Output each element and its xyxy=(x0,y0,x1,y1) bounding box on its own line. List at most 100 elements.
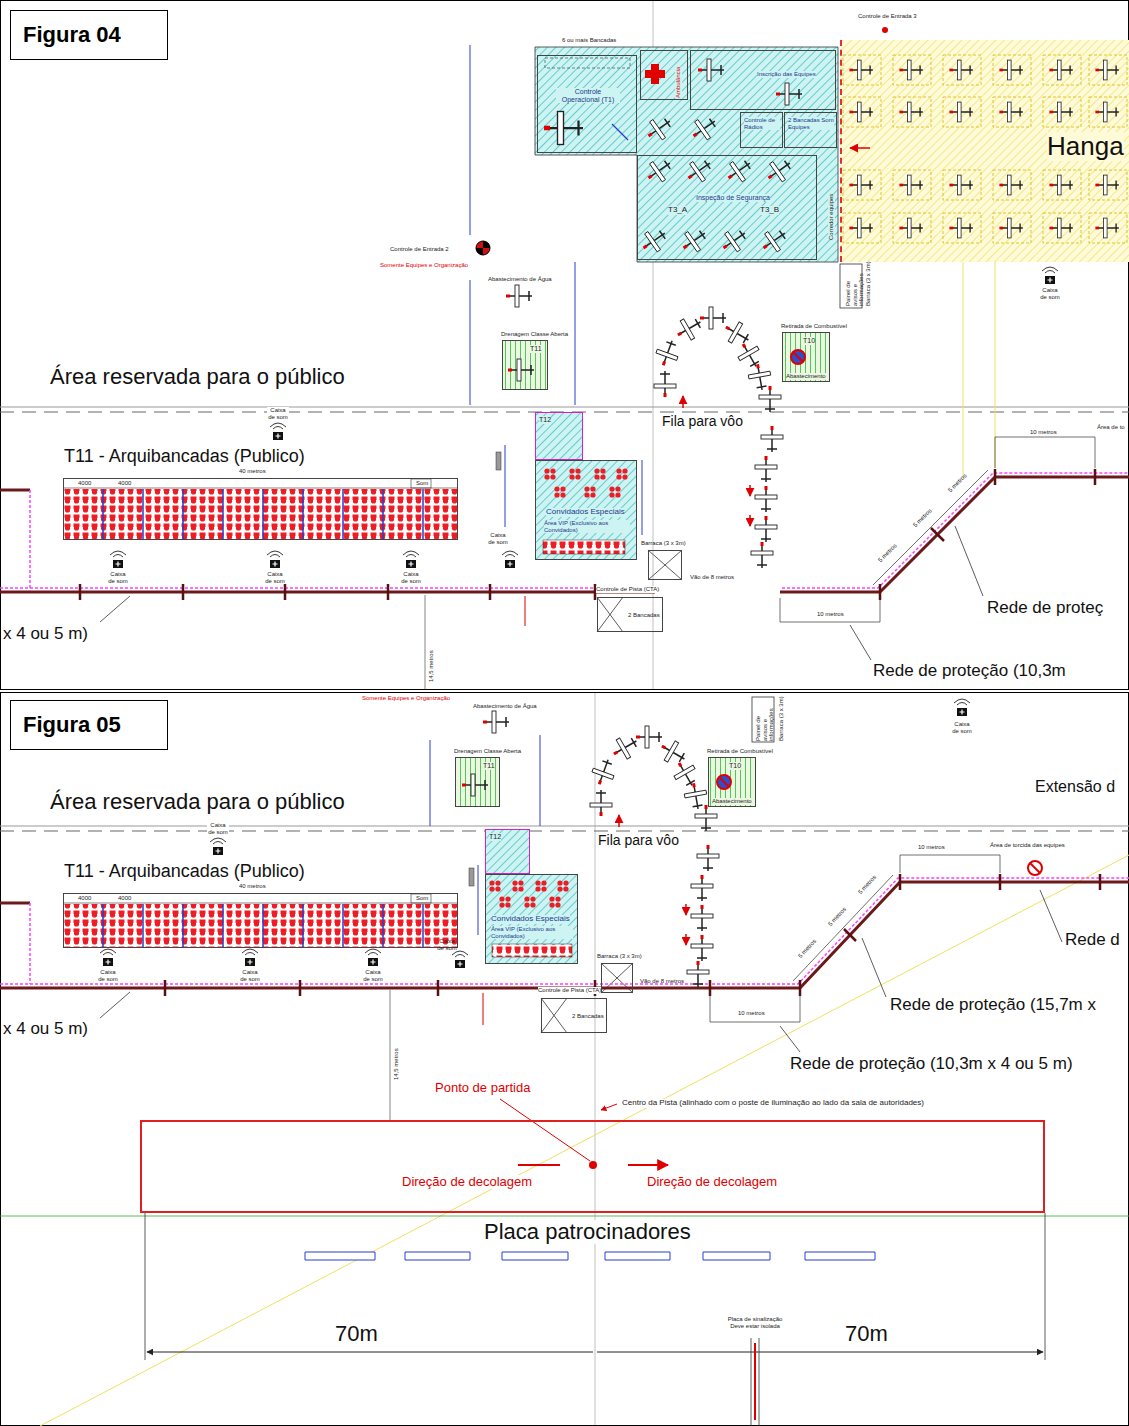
speaker-icon xyxy=(267,551,283,568)
parking-slot xyxy=(843,213,881,243)
node-text: Abastecimento xyxy=(712,798,752,805)
tent-box: Barraca (3 x 3m) xyxy=(648,550,682,580)
node-text: Área VIP (Exclusivo aos Convidados) xyxy=(544,520,630,533)
node-text: Controle de Pista (CTA) xyxy=(538,987,601,994)
airplane-icon xyxy=(590,790,612,816)
node-text: Controle Operacional (T1) xyxy=(556,88,620,103)
airplane-icon xyxy=(462,774,488,796)
node-text: Convidados Especiais xyxy=(546,508,625,517)
flow-arrow xyxy=(682,396,684,408)
node-text: Inscrição das Equipes xyxy=(757,71,816,78)
track-control: Controle de Pista (CTA)2 Bancadas xyxy=(541,998,607,1033)
airplane-icon xyxy=(695,805,717,831)
node-text: T3_B xyxy=(760,206,779,215)
plan-label: Barraca (3 x 3m) xyxy=(778,696,785,741)
speaker-icon xyxy=(210,838,226,855)
plan-label: 10 metros xyxy=(738,1010,765,1017)
airplane-icon xyxy=(544,112,583,145)
airplane-icon xyxy=(682,154,716,187)
vip-area: Convidados EspeciaisÁrea VIP (Exclusivo … xyxy=(535,460,637,560)
airplane-group xyxy=(544,59,802,257)
plan-label: 10 metros xyxy=(817,611,844,618)
parking-slot xyxy=(943,213,981,243)
airplane-icon xyxy=(1049,218,1072,238)
airplane-group xyxy=(653,307,783,568)
airplane-icon xyxy=(755,456,777,482)
airplane-icon xyxy=(762,154,796,187)
parking-slot xyxy=(1089,55,1127,85)
parking-slot xyxy=(1089,97,1127,127)
airplane-icon xyxy=(733,338,765,372)
figure-tag: Figura 05 xyxy=(10,700,168,750)
airplane-icon xyxy=(751,542,773,568)
parking-slot xyxy=(843,55,881,85)
plan-label: Área reservada para o público xyxy=(50,365,345,389)
node-text: Barraca (3 x 3m) xyxy=(597,953,642,960)
speaker-icon xyxy=(1042,267,1058,284)
plan-label: Caixa de som xyxy=(264,571,286,584)
plan-label: 5 metros xyxy=(797,938,818,960)
parking-slot xyxy=(943,170,981,200)
airplane-icon xyxy=(849,60,872,80)
plan-label: 10 metros xyxy=(1030,429,1057,436)
plan-label: Ponto de partida xyxy=(435,1081,530,1095)
airplane-icon xyxy=(1095,218,1118,238)
plan-label: Área reservada para o público xyxy=(50,790,345,814)
fuel-box: Retirada de CombustívelT10Abastecimento xyxy=(708,757,756,807)
plan-label: Caixa de som xyxy=(107,571,129,584)
airplane-group xyxy=(589,726,719,987)
node-text: 2 Bancadas Som Equipes xyxy=(788,117,834,130)
flow-arrow xyxy=(685,934,687,945)
flow-arrow xyxy=(749,485,751,496)
node-text: 4000 xyxy=(118,480,131,487)
plan-label: Somente Equipes e Organização xyxy=(362,695,450,702)
airplane-icon xyxy=(642,112,676,145)
plan-label: Vão de 8 metros xyxy=(640,978,684,985)
plan-label: Abastecimento de Água xyxy=(473,703,537,710)
plan-label: Somente Equipes e Organização xyxy=(380,262,468,269)
parking-slot xyxy=(943,97,981,127)
airplane-icon xyxy=(720,317,754,349)
airplane-icon xyxy=(672,312,706,344)
parking-slot xyxy=(993,97,1031,127)
airplane-icon xyxy=(637,224,671,257)
airplane-icon xyxy=(677,224,711,257)
seat-cluster xyxy=(616,468,627,479)
airplane-icon xyxy=(691,935,713,961)
node-text: 2 Bancadas xyxy=(572,1013,604,1020)
plan-label: Vão de 8 metros xyxy=(690,574,734,581)
ambulance-area: Ambulância xyxy=(640,50,688,100)
airplane-icon xyxy=(697,845,719,871)
node-text: Ambulância xyxy=(675,67,682,98)
speaker-icon xyxy=(242,949,258,966)
airplane-icon xyxy=(849,218,872,238)
node-text: 2 Bancadas xyxy=(628,612,660,619)
parking-slot xyxy=(1043,170,1081,200)
node-text: Hanga xyxy=(1047,132,1124,161)
parking-slot xyxy=(843,170,881,200)
parking-slot xyxy=(843,97,881,127)
node-text: Som xyxy=(416,895,428,902)
node-text: T11 xyxy=(483,762,495,770)
plan-label: 5 metros xyxy=(877,542,898,563)
airplane-icon xyxy=(636,726,662,748)
airplane-icon xyxy=(687,112,721,145)
speaker-icon xyxy=(110,551,126,568)
airplane-icon xyxy=(1095,102,1118,122)
airplane-icon xyxy=(999,102,1022,122)
airplane-icon xyxy=(759,386,781,412)
plan-label: Caixa de som xyxy=(436,938,458,951)
node-text: Convidados Especiais xyxy=(491,915,570,924)
seat-cluster xyxy=(535,880,546,891)
airplane-icon xyxy=(755,516,777,542)
seat-cluster xyxy=(512,880,523,891)
seat-cluster xyxy=(584,486,595,497)
vip-tent: T12 xyxy=(485,829,530,874)
airplane-icon xyxy=(899,175,922,195)
plan-label: Centro da Pista (alinhado com o poste de… xyxy=(622,1099,924,1108)
seat-cluster xyxy=(609,486,620,497)
airplane-icon xyxy=(722,154,756,187)
node-text: Retirada de Combustível xyxy=(781,323,847,330)
vip-tent: T12 xyxy=(535,412,583,460)
airplane-icon xyxy=(683,781,709,810)
